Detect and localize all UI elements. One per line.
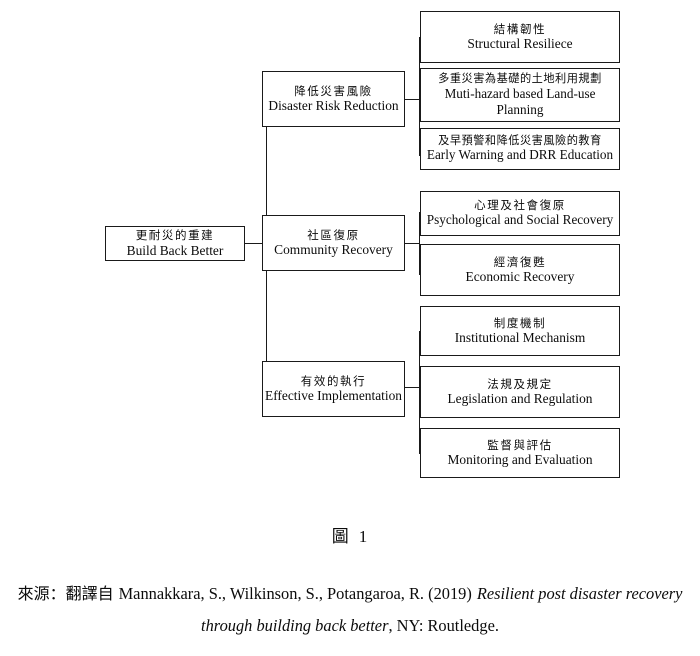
node-label-cn: 監督與評估 (487, 437, 553, 452)
node-effective-implementation[interactable]: 有效的執行 Effective Implementation (262, 361, 405, 417)
node-multi-hazard-land-use[interactable]: 多重災害為基礎的土地利用規劃 Muti-hazard based Land-us… (420, 68, 620, 122)
node-label-cn: 社區復原 (307, 227, 360, 242)
node-label-cn: 制度機制 (493, 315, 547, 330)
figure-label-cn: 圖 (331, 527, 350, 547)
connector-implementation-out-stub (405, 387, 419, 388)
node-label-en: Disaster Risk Reduction (268, 98, 399, 114)
node-economic-recovery[interactable]: 經濟復甦 Economic Recovery (420, 244, 620, 296)
node-label-en: Structural Resiliece (467, 36, 573, 52)
node-structural-resilience[interactable]: 結構韌性 Structural Resiliece (420, 11, 620, 63)
node-early-warning-drr-education[interactable]: 及早預警和降低災害風險的教育 Early Warning and DRR Edu… (420, 128, 620, 170)
node-label-en: Effective Implementation (265, 388, 402, 404)
node-label-en: Institutional Mechanism (454, 330, 586, 346)
connector-community-bracket (419, 212, 420, 274)
figure-number: 1 (358, 527, 369, 546)
node-label-cn: 法規及規定 (487, 376, 553, 391)
node-label-cn: 更耐災的重建 (135, 228, 215, 243)
node-institutional-mechanism[interactable]: 制度機制 Institutional Mechanism (420, 306, 620, 356)
node-label-en: Psychological and Social Recovery (426, 211, 614, 227)
node-disaster-risk-reduction[interactable]: 降低災害風險 Disaster Risk Reduction (262, 71, 405, 127)
node-label-cn: 降低災害風險 (294, 83, 373, 98)
node-label-cn: 多重災害為基礎的土地利用規劃 (438, 72, 602, 86)
node-label-en: Early Warning and DRR Education (426, 147, 614, 163)
node-label-en: Muti-hazard based Land-use Planning (444, 86, 596, 117)
source-publisher: , NY: Routledge. (388, 615, 499, 635)
connector-community-out-stub (405, 243, 419, 244)
connector-drr-bracket (419, 37, 420, 155)
node-monitoring-evaluation[interactable]: 監督與評估 Monitoring and Evaluation (420, 428, 620, 478)
connector-root-stub (245, 243, 266, 244)
node-label-en: Build Back Better (126, 242, 224, 258)
source-prefix: 來源：翻譯自 (17, 584, 114, 603)
node-label-cn: 結構韌性 (493, 21, 547, 36)
node-label-cn: 經濟復甦 (493, 254, 547, 269)
node-legislation-regulation[interactable]: 法規及規定 Legislation and Regulation (420, 366, 620, 418)
source-title: Resilient post disaster recovery through… (201, 584, 683, 635)
node-community-recovery[interactable]: 社區復原 Community Recovery (262, 215, 405, 271)
diagram-canvas: 更耐災的重建 Build Back Better 降低災害風險 Disaster… (105, 11, 620, 478)
node-label-cn: 有效的執行 (300, 373, 367, 388)
node-label-cn: 及早預警和降低災害風險的教育 (438, 134, 602, 148)
connector-drr-out-stub (405, 99, 419, 100)
node-label-en: Community Recovery (274, 242, 393, 258)
node-label-en: Legislation and Regulation (447, 391, 593, 407)
node-label-en: Monitoring and Evaluation (447, 452, 593, 468)
node-label-cn: 心理及社會復原 (474, 198, 566, 213)
node-build-back-better[interactable]: 更耐災的重建 Build Back Better (105, 226, 245, 261)
source-authors: Mannakkara, S., Wilkinson, S., Potangaro… (118, 584, 472, 603)
node-label-en: Economic Recovery (465, 269, 575, 285)
node-psychological-social-recovery[interactable]: 心理及社會復原 Psychological and Social Recover… (420, 191, 620, 236)
